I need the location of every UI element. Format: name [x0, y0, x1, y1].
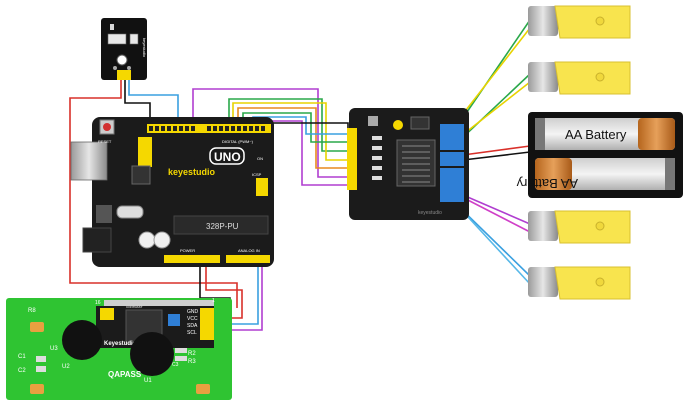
wire-sensor-blue: [128, 78, 179, 127]
capacitor-1: [138, 231, 156, 249]
battery-holder: [528, 112, 683, 198]
atmega-chip: [173, 215, 269, 235]
lcd-pin-gnd: GND: [187, 309, 199, 315]
svg-text:keyestudio: keyestudio: [142, 38, 147, 58]
motor-1: [528, 5, 631, 39]
uno-model: UNO: [214, 150, 241, 164]
lcd-label-c1: C1: [18, 354, 26, 360]
analog-header: [226, 255, 270, 263]
lcd-u1: [130, 332, 174, 376]
driver-brand: keyestudio: [418, 210, 442, 216]
power-label: POWER: [180, 248, 195, 253]
wire-battery-black: [462, 151, 531, 161]
uno-logo-box: [209, 147, 245, 165]
lcd-model: QAPASS: [108, 370, 142, 379]
wire-lcd-blue: [228, 262, 259, 325]
power-header: [164, 255, 220, 263]
lcd-label-pin1: 1: [212, 298, 215, 304]
lcd-brand: Keyestudio: [104, 341, 137, 347]
lcd-label-u3: U3: [50, 346, 58, 352]
motor-2: [528, 61, 631, 95]
wire-motor2-green: [459, 73, 531, 141]
wire-sensor-black: [124, 78, 151, 127]
lcd-label-r8: R8: [28, 308, 36, 314]
lcd-pin-sda: SDA: [187, 323, 198, 329]
on-label: ON: [257, 156, 263, 161]
lcd-pin-vcc: VCC: [187, 316, 198, 322]
uno-board: RESET DIGITAL (PWM~) UNO keyestudio ON I…: [70, 117, 274, 267]
lcd-label-pin16: 16: [95, 300, 101, 306]
wire-uno-orange: [237, 107, 351, 169]
wire-motor4-lightblue: [455, 203, 531, 285]
digital-label: DIGITAL (PWM~): [222, 139, 254, 144]
terminal-motor-a: [440, 124, 464, 150]
terminal-motor-b: [440, 168, 464, 202]
capacitor-2: [153, 231, 171, 249]
wire-uno-purple-1: [192, 88, 351, 178]
lcd-pin-scl: SCL: [187, 330, 197, 336]
wire-uno-yellow: [232, 102, 351, 161]
wire-motor3-pink: [459, 195, 531, 233]
uno-brand: keyestudio: [168, 167, 216, 177]
wire-uno-green-1: [228, 98, 351, 152]
lcd-label-u1: U1: [144, 378, 152, 384]
terminal-power: [440, 152, 464, 166]
wire-battery-red: [462, 145, 531, 156]
lcd-module: GND VCC SDA SCL Keyestudio U1 U2 U3 R8 C…: [6, 298, 232, 400]
icsp-label: ICSP: [252, 172, 262, 177]
lcd-label-c2: C2: [18, 368, 26, 374]
wire-lcd-red: [205, 262, 243, 319]
lcd-label-c3: C3: [172, 362, 179, 368]
analog-label: ANALOG IN: [238, 248, 260, 253]
usb-port: [70, 141, 108, 181]
lcd-label-contrast: CONTRAST: [126, 305, 143, 309]
sensor-module: keyestudio: [101, 18, 147, 80]
motor-3: [528, 210, 631, 244]
driver-chip: [396, 139, 436, 187]
lcd-label-r3: R3: [188, 359, 196, 365]
reset-label: RESET: [98, 139, 112, 144]
power-jack: [82, 227, 112, 253]
motor-driver-board: keyestudio: [347, 108, 469, 220]
lcd-u2: [62, 320, 102, 360]
battery-label-top: AA Battery: [565, 127, 627, 142]
motor-4: [528, 266, 631, 300]
wire-lcd-purple: [228, 262, 263, 331]
battery-label-bottom: AA Battery: [516, 176, 578, 191]
chip-label: 328P-PU: [206, 222, 239, 231]
lcd-label-u2: U2: [62, 364, 70, 370]
lcd-label-r2: R2: [188, 351, 196, 357]
wire-motor1-green: [455, 19, 531, 129]
contrast-pot[interactable]: [168, 314, 180, 326]
wire-sensor-red: [69, 78, 238, 308]
